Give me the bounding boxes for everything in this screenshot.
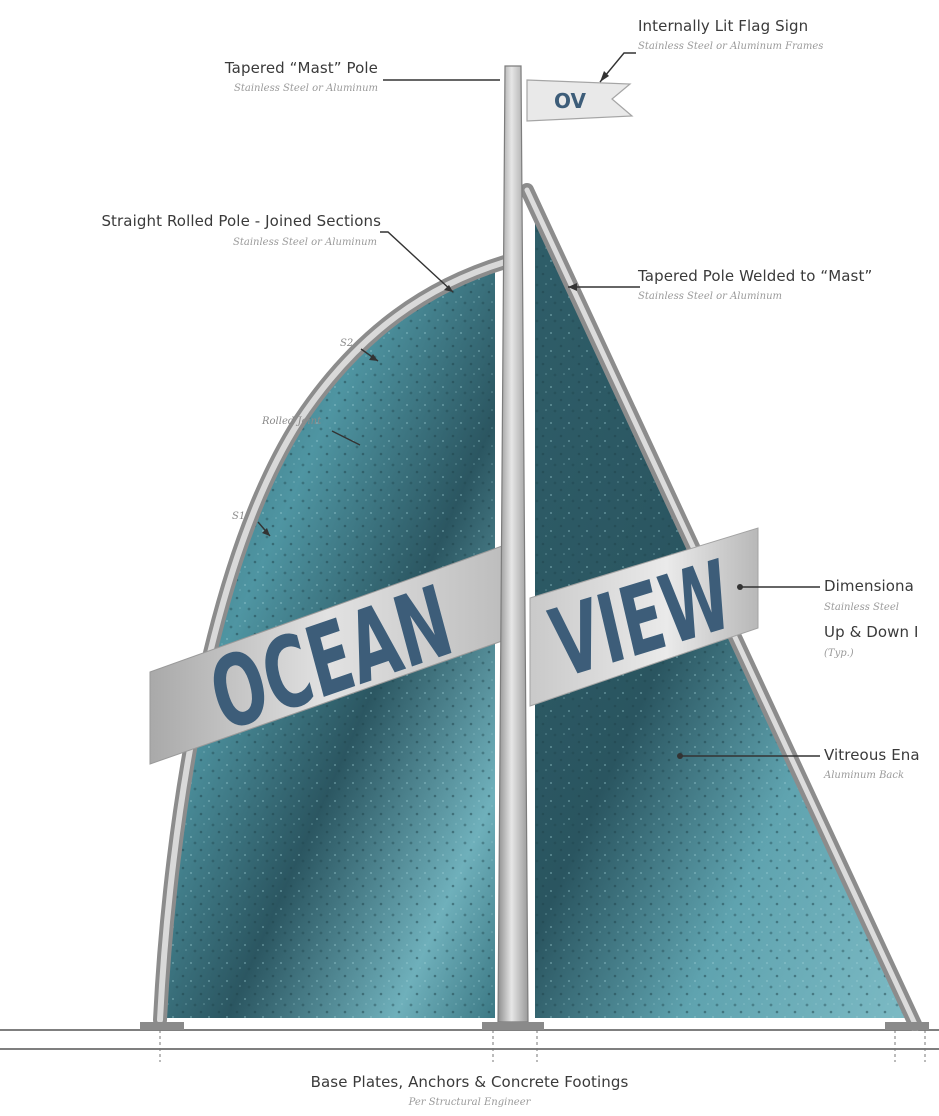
flag-sign-sub: Stainless Steel or Aluminum Frames	[638, 41, 824, 52]
dimensional-title: Dimensiona	[824, 577, 914, 595]
dimensional-sub: Stainless Steel	[824, 602, 899, 613]
ocean-panel: OCEAN	[149, 544, 506, 765]
leader-arrows	[262, 71, 743, 759]
rolled-pole-sub: Stainless Steel or Aluminum	[233, 237, 377, 248]
mast-pole-title: Tapered “Mast” Pole	[224, 59, 378, 77]
flag-sign-title: Internally Lit Flag Sign	[638, 17, 809, 35]
flag-letters: OV	[554, 89, 586, 113]
leader-lines	[257, 52, 820, 757]
rolled-pole-title: Straight Rolled Pole - Joined Sections	[101, 212, 381, 230]
base-title: Base Plates, Anchors & Concrete Footings	[310, 1073, 629, 1091]
rolled-joint-label: Rolled Joint	[262, 416, 322, 427]
mast-pole-sub: Stainless Steel or Aluminum	[234, 83, 378, 94]
base-plates	[140, 1022, 929, 1030]
s1-label: S1	[232, 511, 246, 522]
welded-pole-title: Tapered Pole Welded to “Mast”	[638, 267, 873, 285]
vitreous-sub: Aluminum Back	[824, 770, 905, 781]
flag-sign: OV	[526, 79, 634, 122]
up-down-title: Up & Down I	[824, 623, 919, 641]
base-sub: Per Structural Engineer	[408, 1097, 531, 1108]
ground-lines	[0, 1029, 939, 1062]
up-down-sub: (Typ.)	[824, 648, 854, 659]
vitreous-title: Vitreous Ena	[824, 746, 920, 764]
s2-label: S2	[340, 338, 354, 349]
welded-pole-sub: Stainless Steel or Aluminum	[638, 291, 782, 302]
mast-pole	[497, 65, 529, 1023]
